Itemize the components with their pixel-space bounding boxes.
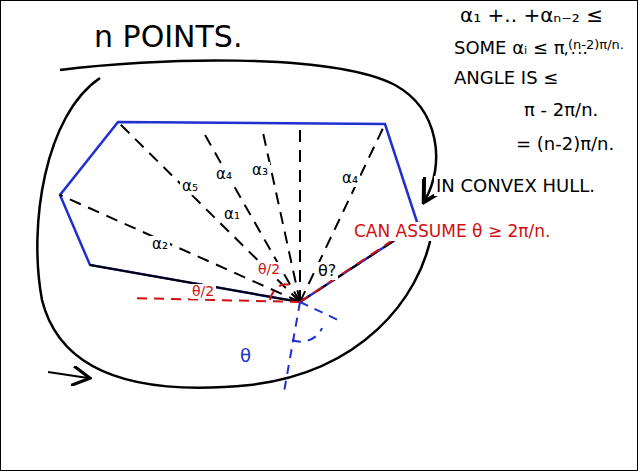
angle-label: α₅ bbox=[180, 178, 200, 195]
hull-note: IN CONVEX HULL. bbox=[434, 176, 597, 196]
angle-label: α₄ bbox=[340, 170, 360, 187]
assumption-note: CAN ASSUME θ ≥ 2π/n. bbox=[352, 222, 553, 241]
equation-note: = (n-2)π/n. bbox=[514, 134, 616, 154]
theta-label: θ bbox=[238, 346, 253, 366]
equation-note: α₁ +.. +αₙ₋₂ ≤ bbox=[458, 4, 605, 26]
fraction-note: (n-2)π/n. bbox=[566, 38, 626, 52]
angle-label: α₁ bbox=[222, 206, 242, 223]
angle-label: α₃ bbox=[250, 162, 270, 179]
half-angle-label: θ/2 bbox=[190, 284, 216, 299]
angle-label: α₂ bbox=[150, 236, 170, 253]
equation-note: π - 2π/n. bbox=[522, 100, 600, 120]
angle-label: α₄ bbox=[214, 166, 234, 183]
heading-note: n POINTS. bbox=[92, 20, 244, 53]
theta-label: θ? bbox=[316, 262, 338, 280]
half-angle-label: θ/2 bbox=[256, 262, 282, 277]
equation-note: ANGLE IS ≤ bbox=[452, 68, 560, 88]
